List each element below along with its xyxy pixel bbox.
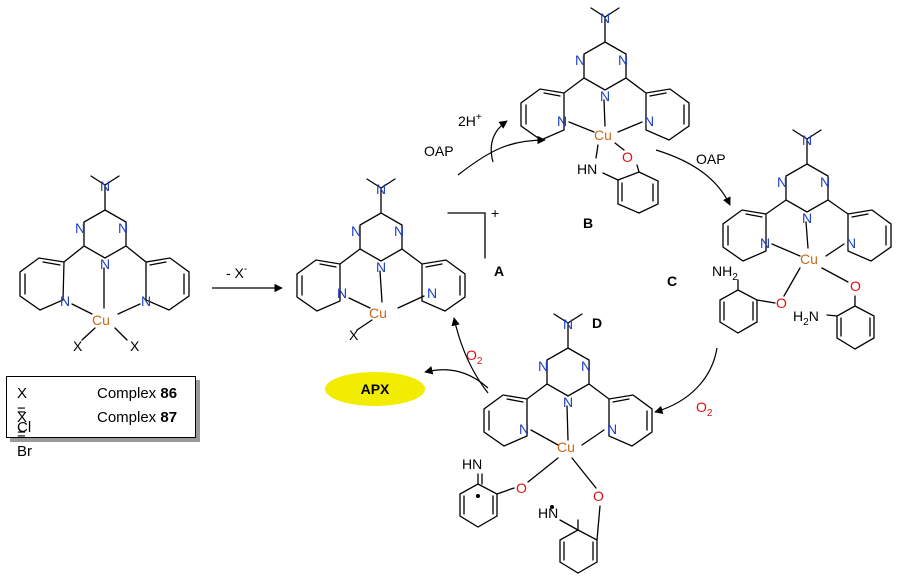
amine-nh2: NH2 bbox=[712, 263, 738, 283]
amidyl-hn: HN bbox=[538, 505, 558, 521]
complex-number: 87 bbox=[160, 409, 178, 426]
radical-dot bbox=[476, 494, 480, 498]
pyridine-n: N bbox=[846, 235, 856, 251]
legend-complex: Complex 86 bbox=[97, 385, 178, 402]
triazine-n: N bbox=[538, 358, 548, 374]
triazine-n: N bbox=[600, 88, 610, 104]
amine-n: N bbox=[376, 181, 386, 197]
amine-n: N bbox=[563, 316, 573, 332]
label-d: D bbox=[592, 315, 602, 331]
complex-a: N N N N N N Cu X + bbox=[296, 178, 499, 343]
pyridine-n: N bbox=[337, 285, 347, 301]
halide-x: X bbox=[73, 338, 83, 354]
amido-hn: HN bbox=[577, 161, 597, 177]
semiquinone-o: O bbox=[593, 488, 604, 504]
complex-legend: X = Cl Complex 86 X = Br Complex 87 bbox=[6, 376, 196, 460]
pyridine-n: N bbox=[519, 421, 529, 437]
oap-label-1: OAP bbox=[424, 143, 454, 159]
label-b: B bbox=[583, 215, 593, 231]
starting-complex: N N N N N N Cu X X bbox=[19, 175, 190, 354]
apx-release-arrow bbox=[424, 366, 489, 389]
oxygen-label-right: O2 bbox=[696, 399, 713, 419]
label-a: A bbox=[494, 263, 504, 279]
radical-dot bbox=[550, 505, 554, 509]
pyridine-n: N bbox=[427, 285, 437, 301]
apx-product-label: APX bbox=[361, 381, 390, 397]
oap-arrow-2 bbox=[655, 149, 731, 206]
triazine-n: N bbox=[118, 220, 128, 236]
oxygen-label-left: O2 bbox=[466, 347, 483, 367]
oxygen-arrow-right bbox=[654, 347, 718, 414]
phenol-o: O bbox=[776, 295, 787, 311]
oap-label-2: OAP bbox=[696, 151, 726, 167]
triazine-n: N bbox=[618, 52, 628, 68]
legend-halide: X = Br bbox=[17, 409, 32, 460]
phenolate-o: O bbox=[622, 149, 633, 165]
pyridine-n: N bbox=[60, 293, 70, 309]
amine-h2n: H2N bbox=[793, 308, 819, 328]
oxygen-arrow-left bbox=[451, 317, 489, 394]
apx-product-bubble bbox=[325, 372, 425, 406]
copper-center: Cu bbox=[557, 439, 575, 455]
triazine-n: N bbox=[376, 259, 386, 275]
amine-n: N bbox=[100, 178, 110, 194]
pyridine-n: N bbox=[141, 293, 151, 309]
copper-center: Cu bbox=[92, 312, 110, 328]
pyridine-n: N bbox=[760, 235, 770, 251]
oap-arrow-1 bbox=[457, 135, 546, 176]
copper-center: Cu bbox=[800, 251, 818, 267]
halide-loss-label: - X- bbox=[226, 264, 247, 281]
legend-halide: X = Cl bbox=[17, 385, 32, 436]
amine-n: N bbox=[600, 10, 610, 26]
triazine-n: N bbox=[100, 256, 110, 272]
triazine-n: N bbox=[75, 220, 85, 236]
triazine-n: N bbox=[777, 174, 787, 190]
halide-x: X bbox=[349, 327, 359, 343]
halide-x: X bbox=[130, 338, 140, 354]
phenol-o: O bbox=[850, 278, 861, 294]
triazine-n: N bbox=[351, 223, 361, 239]
triazine-n: N bbox=[394, 223, 404, 239]
pyridine-n: N bbox=[557, 113, 567, 129]
proton-release-arrow bbox=[490, 120, 508, 163]
semiquinone-o: O bbox=[516, 480, 527, 496]
amine-n: N bbox=[802, 132, 812, 148]
triazine-n: N bbox=[563, 394, 573, 410]
triazine-n: N bbox=[581, 358, 591, 374]
copper-center: Cu bbox=[594, 127, 612, 143]
copper-center: Cu bbox=[369, 305, 387, 321]
pyridine-n: N bbox=[607, 421, 617, 437]
label-c: C bbox=[667, 273, 677, 289]
complex-d: N N N N N N Cu O HN O HN bbox=[459, 313, 653, 574]
proton-label: 2H+ bbox=[458, 112, 482, 129]
complex-b: N N N N N N Cu O HN bbox=[520, 7, 690, 214]
legend-complex: Complex 87 bbox=[97, 409, 178, 426]
triazine-n: N bbox=[575, 52, 585, 68]
pyridine-n: N bbox=[644, 113, 654, 129]
complex-c: N N N N N N Cu NH2 O O H2N bbox=[712, 129, 892, 350]
charge-plus: + bbox=[491, 205, 499, 221]
triazine-n: N bbox=[820, 174, 830, 190]
complex-number: 86 bbox=[160, 385, 178, 402]
triazine-n: N bbox=[802, 210, 812, 226]
imine-nh: HN bbox=[462, 456, 482, 472]
